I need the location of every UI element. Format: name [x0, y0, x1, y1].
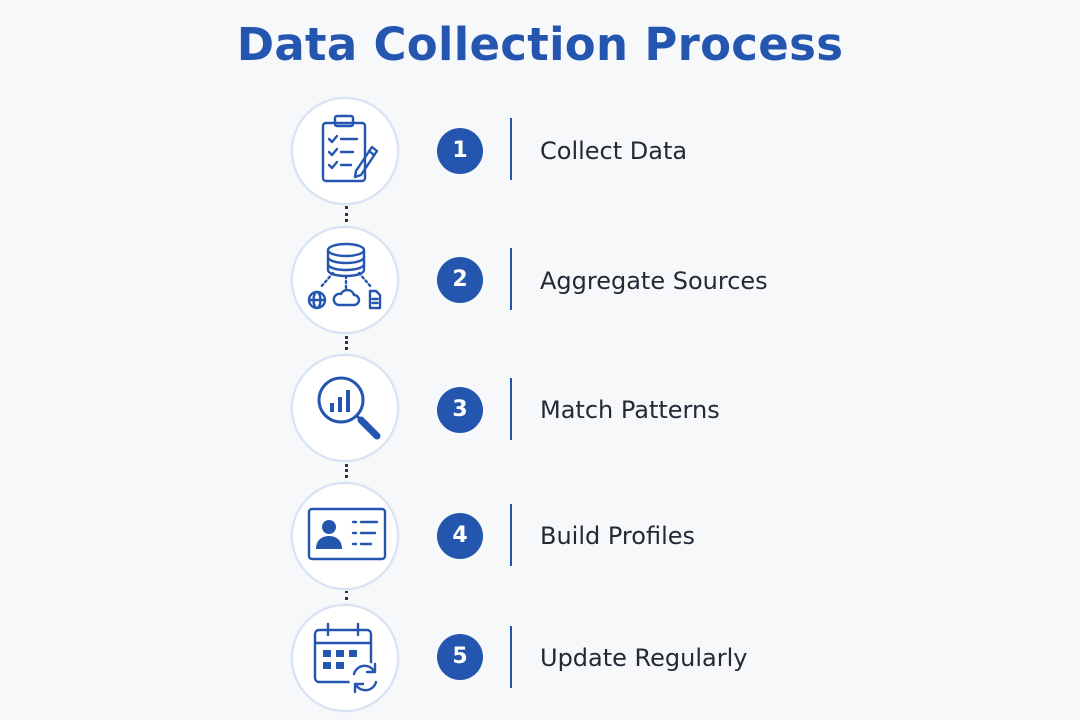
step-2-icon-circle [291, 226, 399, 334]
step-3-number-badge: 3 [437, 387, 483, 433]
clipboard-checklist-pencil-icon [321, 114, 379, 183]
step-3-divider [510, 378, 512, 440]
step-connector [345, 590, 348, 606]
step-connector [345, 464, 348, 484]
step-4-icon-circle [291, 482, 399, 590]
step-2-divider [510, 248, 512, 310]
step-4-divider [510, 504, 512, 566]
step-1-label: Collect Data [540, 137, 688, 165]
step-4-label: Build Profiles [540, 522, 696, 550]
step-2-label: Aggregate Sources [540, 267, 768, 295]
step-5-divider [510, 626, 512, 688]
step-1-divider [510, 118, 512, 180]
step-5-icon-circle [291, 604, 399, 712]
step-3-label: Match Patterns [540, 396, 720, 424]
step-4-number-badge: 4 [437, 513, 483, 559]
step-5-label: Update Regularly [540, 644, 748, 672]
step-1-number-badge: 1 [437, 128, 483, 174]
step-3-icon-circle [291, 354, 399, 462]
database-globe-cloud-document-icon [307, 242, 382, 310]
step-5-number-badge: 5 [437, 634, 483, 680]
magnifier-bar-chart-icon [317, 376, 381, 440]
step-connector [345, 336, 348, 356]
step-connector [345, 206, 348, 228]
profile-id-card-icon [307, 507, 387, 561]
page-title: Data Collection Process [236, 18, 844, 71]
step-1-icon-circle [291, 97, 399, 205]
calendar-refresh-icon [313, 622, 381, 694]
step-2-number-badge: 2 [437, 257, 483, 303]
